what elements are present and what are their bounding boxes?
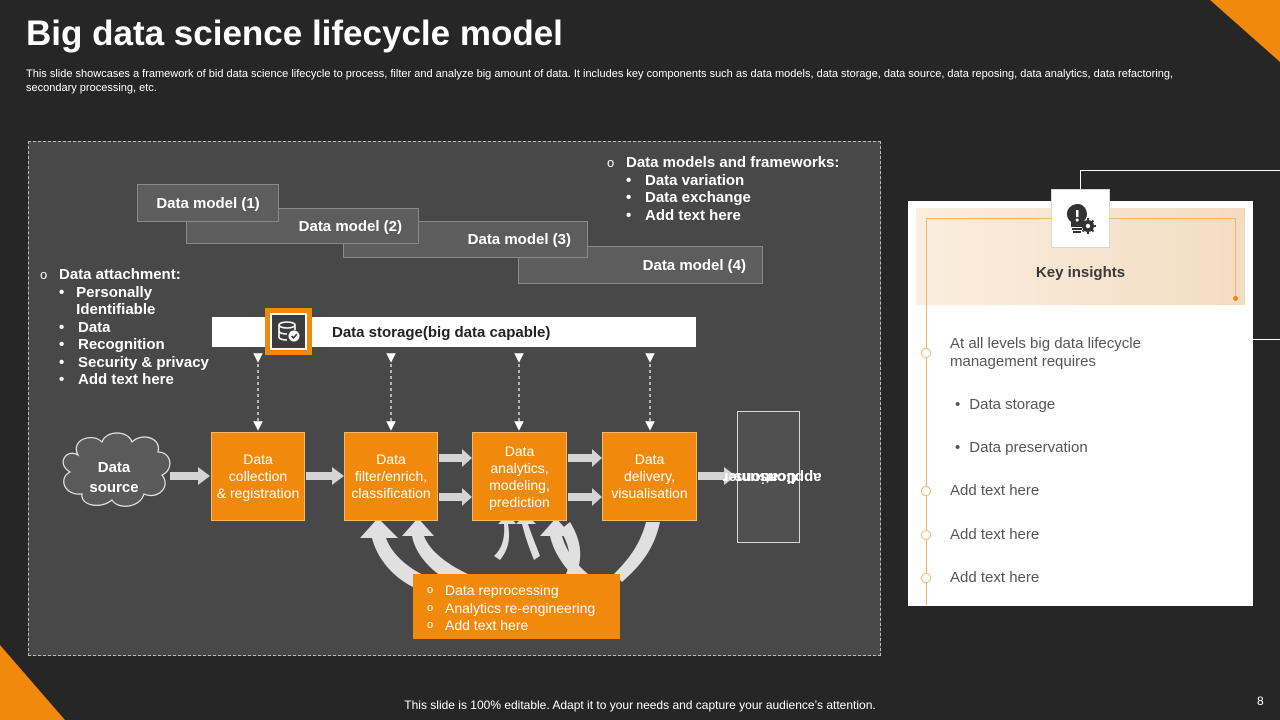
process-step-analytics: Data analytics, modeling, prediction [472, 432, 567, 521]
corner-decoration-bottom-left [0, 645, 65, 720]
insight-bullet: •Data storage [955, 396, 1056, 413]
corner-decoration-top-right [1210, 0, 1280, 62]
list-item: Data variation [645, 171, 745, 189]
list-heading: Data models and frameworks: [626, 154, 840, 171]
data-source-label: Data source [89, 459, 139, 496]
list-marker: o [607, 155, 615, 170]
timeline-end-dot [1233, 296, 1238, 301]
insight-intro: At all levels big data lifecycle managem… [950, 335, 1141, 370]
storage-icon-box [265, 308, 312, 355]
slide-subtitle: This slide showcases a framework of bid … [26, 68, 1174, 94]
timeline-dot [921, 530, 931, 540]
database-check-icon [270, 313, 307, 350]
list-item: Data exchange [645, 189, 751, 206]
key-insights-title: Key insights [1035, 264, 1126, 281]
list-item: Analytics re-engineering [445, 599, 596, 616]
list-item: Security & privacy [78, 353, 209, 371]
list-item: Personally Identifiable [76, 283, 156, 319]
insight-item: Add text here [950, 569, 1040, 586]
list-marker: o [40, 267, 48, 282]
insight-item: Add text here [950, 526, 1040, 543]
process-step-delivery: Data delivery, visualisation [602, 432, 697, 521]
process-step-filter: Data filter/enrich, classification [344, 432, 438, 521]
slide-footer: This slide is 100% editable. Adapt it to… [404, 698, 876, 712]
process-step-collection: Data collection & registration [211, 432, 305, 521]
list-item: Data [78, 318, 111, 336]
data-model-4: Data model (4) [518, 246, 763, 284]
list-item: Recognition [78, 336, 165, 353]
data-model-1: Data model (1) [137, 184, 279, 222]
timeline-line [1235, 218, 1236, 298]
timeline-dot [921, 486, 931, 496]
list-item: Add text here [445, 617, 529, 633]
consumer-applications-box: Consumer applications [722, 411, 821, 543]
slide-title: Big data science lifecycle model [26, 14, 563, 53]
timeline-line [926, 218, 927, 605]
page-number: 8 [1257, 694, 1264, 708]
connector-line [1253, 339, 1280, 340]
insight-item: Add text here [950, 482, 1040, 499]
data-model-2: Data model (2) [186, 208, 419, 244]
lightbulb-gear-icon [1051, 189, 1110, 248]
list-item: Add text here [78, 371, 174, 388]
insight-bullet: •Data preservation [955, 439, 1088, 456]
connector-line [1080, 170, 1081, 190]
list-item: Add text here [645, 206, 741, 224]
timeline-dot [921, 573, 931, 583]
list-item: Data reprocessing [445, 582, 559, 598]
connector-line [1080, 170, 1280, 171]
list-heading: Data attachment: [59, 266, 181, 283]
timeline-dot [921, 348, 931, 358]
